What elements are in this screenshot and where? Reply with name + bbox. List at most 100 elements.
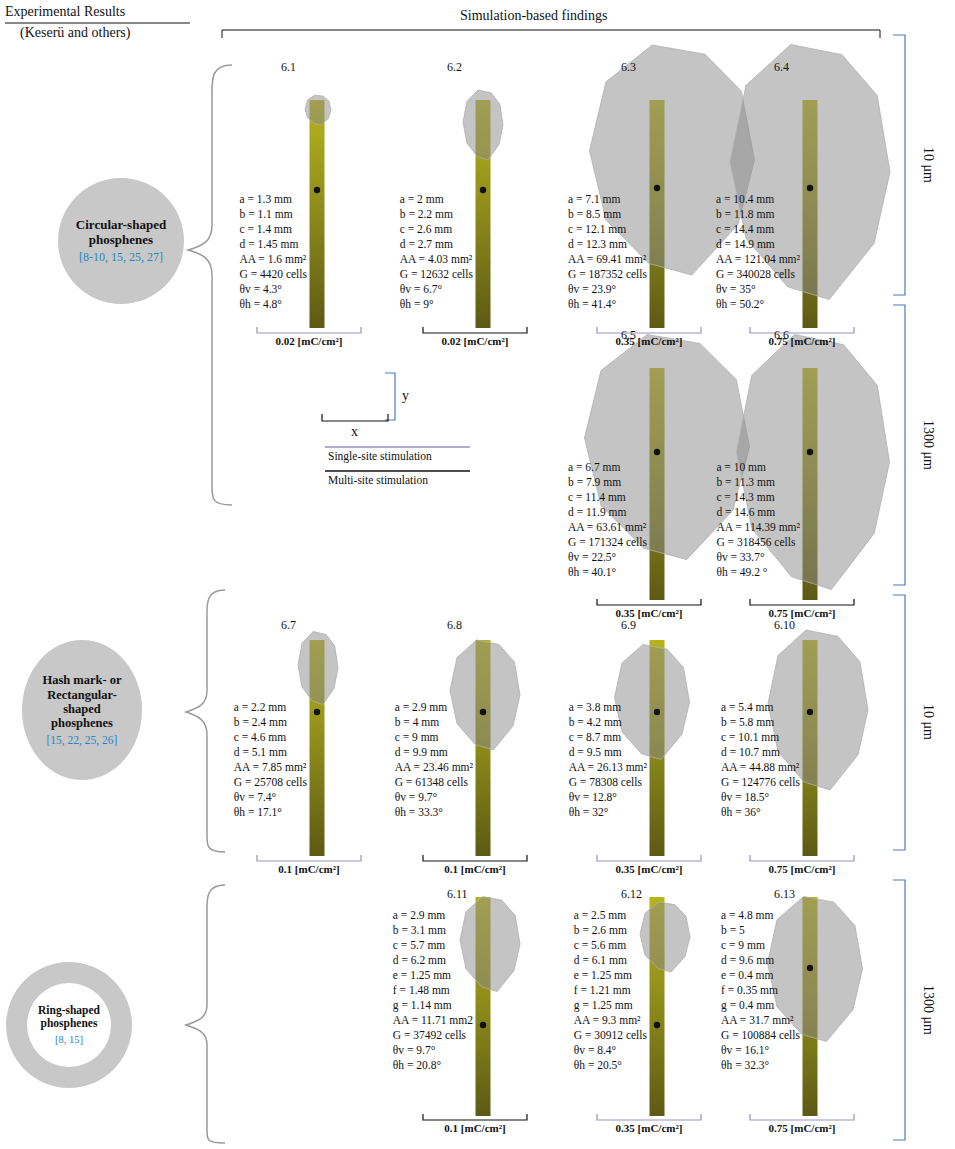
axis-letter: y [402,388,409,404]
header-underline [5,23,190,24]
parameter-list: a = 2.2 mmb = 2.4 mmc = 4.6 mmd = 5.1 mm… [234,700,307,820]
parameter-value: a = 2 mm [400,192,473,207]
parameter-value: b = 11.3 mm [716,475,800,490]
charge-density: 0.1 [mC/cm²] [278,863,339,875]
charge-density: 0.75 [mC/cm²] [769,1122,836,1134]
parameter-value: G = 187352 cells [568,267,647,282]
parameter-value: θv = 9.7° [395,790,473,805]
parameter-value: θv = 35° [716,282,800,297]
parameter-value: b = 2.6 mm [574,923,647,938]
parameter-value: c = 9 mm [721,938,800,953]
parameter-value: d = 9.6 mm [721,953,800,968]
parameter-value: AA = 69.41 mm² [568,252,647,267]
stimulation-site [807,709,813,715]
panel-number: 6.6 [774,328,789,343]
parameter-value: AA = 4.03 mm² [400,252,473,267]
stimulation-site [314,709,320,715]
stimulation-site [807,185,813,191]
parameter-value: θv = 9.7° [393,1043,473,1058]
parameter-value: G = 4420 cells [240,267,308,282]
panel-number: 6.10 [774,618,795,633]
panel-number: 6.5 [621,328,636,343]
parameter-value: c = 4.6 mm [234,730,307,745]
phosphene-type-circle: Circular-shaped phosphenes[8-10, 15, 25,… [58,178,184,304]
header-bracket [222,30,880,38]
parameter-value: G = 78308 cells [569,775,647,790]
parameter-list: a = 2.9 mmb = 4 mmc = 9 mmd = 9.9 mmAA =… [395,700,473,820]
phosphene-type-circle: Ring-shaped phosphenes[8, 15] [6,962,132,1088]
parameter-value: a = 2.9 mm [393,908,473,923]
charge-bracket [750,855,854,861]
parameter-value: d = 9.9 mm [395,745,473,760]
parameter-list: a = 10 mmb = 11.3 mmc = 14.3 mmd = 14.6 … [716,460,800,580]
stimulation-site [480,709,486,715]
charge-bracket [750,327,854,333]
parameter-value: c = 1.4 mm [240,222,308,237]
curly-brace [188,65,232,505]
parameter-value: a = 6.7 mm [568,460,647,475]
parameter-value: θh = 32° [569,805,647,820]
phosphene-type-name: Ring-shaped phosphenes [34,1004,104,1030]
unit-bracket [893,305,905,585]
charge-bracket [257,327,361,333]
parameter-value: G = 100884 cells [721,1028,800,1043]
parameter-value: e = 0.4 mm [721,968,800,983]
parameter-value: d = 2.7 mm [400,237,473,252]
parameter-value: b = 7.9 mm [568,475,647,490]
electrode-spacing: 1300 μm [920,985,936,1035]
panel-number: 6.7 [281,618,296,633]
parameter-value: a = 1.3 mm [240,192,308,207]
parameter-value: AA = 44.88 mm² [721,760,800,775]
parameter-value: G = 340028 cells [716,267,800,282]
parameter-value: θh = 40.1° [568,565,647,580]
charge-density: 0.35 [mC/cm²] [616,1122,683,1134]
parameter-value: θh = 41.4° [568,297,647,312]
parameter-value: AA = 9.3 mm² [574,1013,647,1028]
charge-bracket [257,855,361,861]
parameter-value: b = 2.4 mm [234,715,307,730]
parameter-value: θv = 7.4° [234,790,307,805]
parameter-value: G = 12632 cells [400,267,473,282]
charge-bracket [597,855,701,861]
electrode-spacing: 10 μm [920,704,936,740]
parameter-list: a = 1.3 mmb = 1.1 mmc = 1.4 mmd = 1.45 m… [240,192,308,312]
parameter-value: b = 8.5 mm [568,207,647,222]
parameter-value: θh = 20.5° [574,1058,647,1073]
parameter-value: c = 9 mm [395,730,473,745]
reference-list: [8-10, 15, 25, 27] [79,251,163,265]
unit-bracket [893,880,905,1140]
parameter-value: b = 3.1 mm [393,923,473,938]
parameter-value: θh = 50.2° [716,297,800,312]
parameter-value: G = 318456 cells [716,535,800,550]
parameter-value: b = 11.8 mm [716,207,800,222]
parameter-value: AA = 23.46 mm² [395,760,473,775]
parameter-value: d = 14.6 mm [716,505,800,520]
panel-number: 6.3 [621,60,636,75]
parameter-value: a = 4.8 mm [721,908,800,923]
parameter-list: a = 6.7 mmb = 7.9 mmc = 11.4 mmd = 11.9 … [568,460,647,580]
parameter-list: a = 2.9 mmb = 3.1 mmc = 5.7 mmd = 6.2 mm… [393,908,473,1073]
parameter-list: a = 3.8 mmb = 4.2 mmc = 8.7 mmd = 9.5 mm… [569,700,647,820]
parameter-value: θv = 18.5° [721,790,800,805]
charge-bracket [750,599,854,605]
parameter-value: c = 14.4 mm [716,222,800,237]
parameter-value: c = 5.7 mm [393,938,473,953]
parameter-value: c = 12.1 mm [568,222,647,237]
charge-density: 0.35 [mC/cm²] [616,607,683,619]
stimulation-site [480,187,486,193]
panel-number: 6.1 [281,60,296,75]
parameter-value: c = 5.6 mm [574,938,647,953]
parameter-value: e = 1.25 mm [393,968,473,983]
legend-line [325,446,470,448]
parameter-value: θh = 33.3° [395,805,473,820]
parameter-value: c = 8.7 mm [569,730,647,745]
panel-number: 6.4 [774,60,789,75]
parameter-value: AA = 121.04 mm² [716,252,800,267]
parameter-value: a = 2.2 mm [234,700,307,715]
parameter-value: θh = 17.1° [234,805,307,820]
parameter-value: a = 10 mm [716,460,800,475]
parameter-value: θv = 23.9° [568,282,647,297]
panel-number: 6.8 [447,618,462,633]
column-heading: Experimental Results [5,4,125,20]
